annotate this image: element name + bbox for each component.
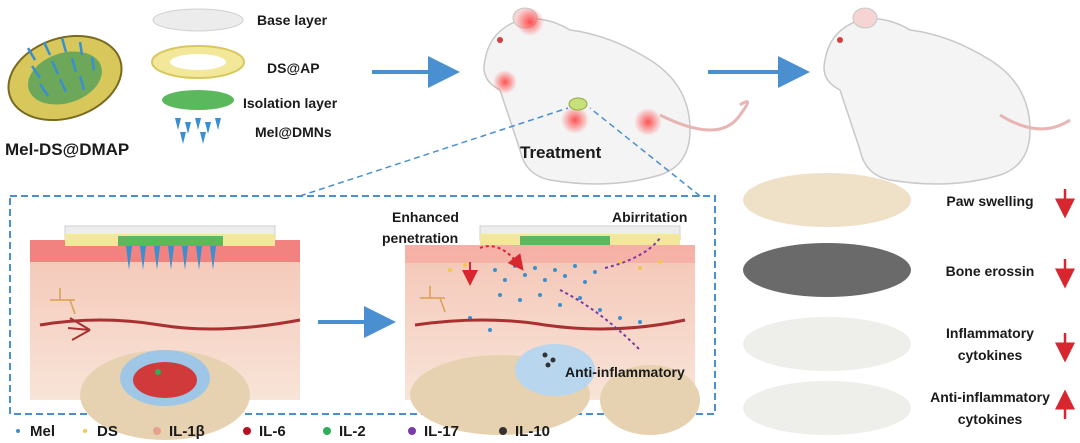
legend-marker-ds — [83, 429, 87, 433]
skin-panel-after — [405, 225, 700, 435]
treatment-label: Treatment — [520, 143, 602, 162]
base-layer-graphic — [152, 8, 244, 32]
outcome-label: Bone erossin — [946, 263, 1035, 279]
outcome-label: Anti-inflammatory — [930, 389, 1050, 405]
enhanced-line-1: Enhanced — [392, 209, 459, 225]
legend-marker-mel — [16, 429, 20, 433]
legend-label: IL-17 — [424, 423, 459, 440]
legend-label: DS — [97, 423, 118, 440]
legend-marker-il-17 — [408, 427, 416, 435]
legend-label: IL-1β — [169, 423, 205, 440]
layer-label-ds-ap: DS@AP — [267, 60, 320, 76]
outcome-row: Paw swelling — [743, 173, 1075, 227]
anti-inflammatory-label: Anti-inflammatory — [565, 364, 685, 380]
microneedles-graphic — [175, 118, 221, 144]
outcome-image — [743, 317, 911, 371]
layer-label-isolation: Isolation layer — [243, 95, 338, 111]
treated-rat — [483, 7, 749, 185]
legend-marker-il-2 — [323, 427, 331, 435]
outcome-label: Inflammatory — [946, 325, 1034, 341]
enhanced-line-2: penetration — [382, 230, 458, 246]
abirritation-label: Abirritation — [612, 209, 687, 225]
legend-marker-il-6 — [243, 427, 251, 435]
legend-label: IL-2 — [339, 423, 366, 440]
outcome-image — [743, 173, 911, 227]
patch-title: Mel-DS@DMAP — [5, 140, 129, 159]
outcome-image — [743, 243, 911, 297]
patch-illustration — [7, 34, 123, 122]
legend: Mel DS IL-1β IL-6 IL-2 IL-17 IL-10 — [16, 423, 550, 440]
legend-label: IL-6 — [259, 423, 286, 440]
outcome-row: Inflammatory cytokines — [743, 317, 1075, 371]
outcome-image — [743, 381, 911, 435]
outcome-label: cytokines — [958, 411, 1023, 427]
zoom-line-right — [589, 107, 701, 197]
layer-label-mel-dmns: Mel@DMNs — [255, 124, 332, 140]
legend-marker-il-1- — [153, 427, 161, 435]
legend-label: Mel — [30, 423, 55, 440]
isolation-layer-graphic — [162, 90, 234, 110]
outcome-row: Bone erossin — [743, 243, 1075, 297]
outcome-label: Paw swelling — [946, 193, 1033, 209]
ds-ap-layer-graphic — [151, 45, 245, 79]
legend-label: IL-10 — [515, 423, 550, 440]
detail-box — [9, 195, 716, 415]
zoom-line-left — [299, 107, 569, 197]
skin-panel-before — [30, 225, 301, 440]
recovered-rat — [823, 7, 1071, 185]
outcome-row: Anti-inflammatory cytokines — [743, 381, 1075, 435]
outcome-label: cytokines — [958, 347, 1023, 363]
layer-label-base: Base layer — [257, 12, 328, 28]
legend-marker-il-10 — [499, 427, 507, 435]
